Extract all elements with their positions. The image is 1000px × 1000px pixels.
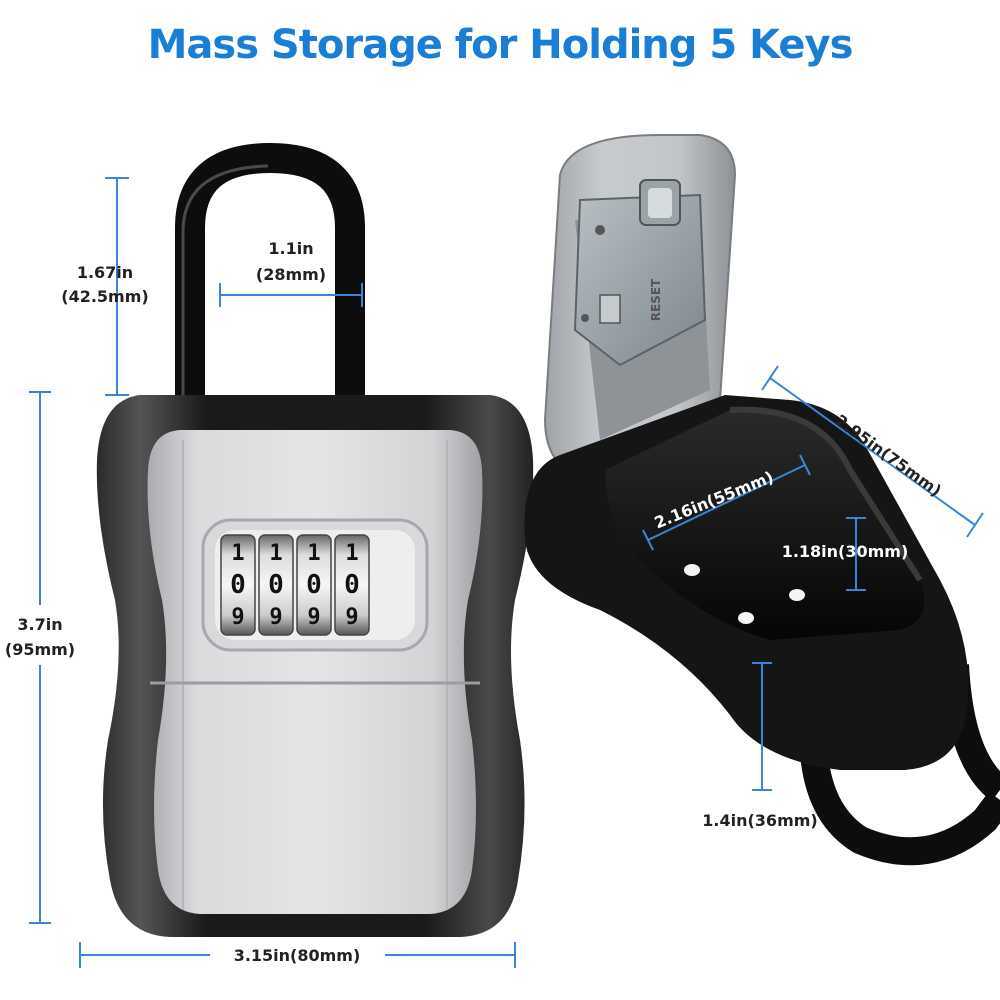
shackle-width-mm: (28mm) (256, 265, 326, 284)
shackle-height-in: 1.67in (77, 263, 133, 282)
mount-hole (738, 612, 754, 624)
dial-3-middle: 0 (306, 570, 322, 600)
dial-2-top: 1 (269, 541, 282, 566)
shackle-height-mm: (42.5mm) (61, 287, 148, 306)
dial-1-middle: 0 (230, 570, 246, 600)
dial-2[interactable]: 1 0 9 (258, 534, 294, 636)
body-height-in: 3.7in (17, 615, 62, 634)
dial-2-bottom: 9 (269, 605, 282, 630)
inner-depth: 1.18in(30mm) (782, 542, 909, 561)
mount-hole (789, 589, 805, 601)
front-panel (147, 430, 483, 914)
combination-dials: 1 0 9 1 0 9 1 0 9 1 0 9 (220, 534, 370, 636)
dial-1-bottom: 9 (231, 605, 244, 630)
shackle-width-in: 1.1in (268, 239, 313, 258)
dial-1-top: 1 (231, 541, 244, 566)
dial-3-top: 1 (307, 541, 320, 566)
mount-hole (684, 564, 700, 576)
dial-4[interactable]: 1 0 9 (334, 534, 370, 636)
page-title: Mass Storage for Holding 5 Keys (147, 22, 854, 68)
body-width: 3.15in(80mm) (234, 946, 361, 965)
reset-label: RESET (649, 278, 663, 321)
dial-4-bottom: 9 (345, 605, 358, 630)
dial-4-middle: 0 (344, 570, 360, 600)
dial-1[interactable]: 1 0 9 (220, 534, 256, 636)
dial-4-top: 1 (345, 541, 358, 566)
dial-2-middle: 0 (268, 570, 284, 600)
body-height-mm: (95mm) (5, 640, 75, 659)
body-depth: 1.4in(36mm) (702, 811, 817, 830)
lockbox-open-view: RESET (524, 134, 1000, 866)
dial-3-bottom: 9 (307, 605, 320, 630)
storage-cavity (605, 409, 925, 640)
dial-3[interactable]: 1 0 9 (296, 534, 332, 636)
shackle (175, 142, 365, 420)
open-dimension-lines (642, 365, 984, 791)
